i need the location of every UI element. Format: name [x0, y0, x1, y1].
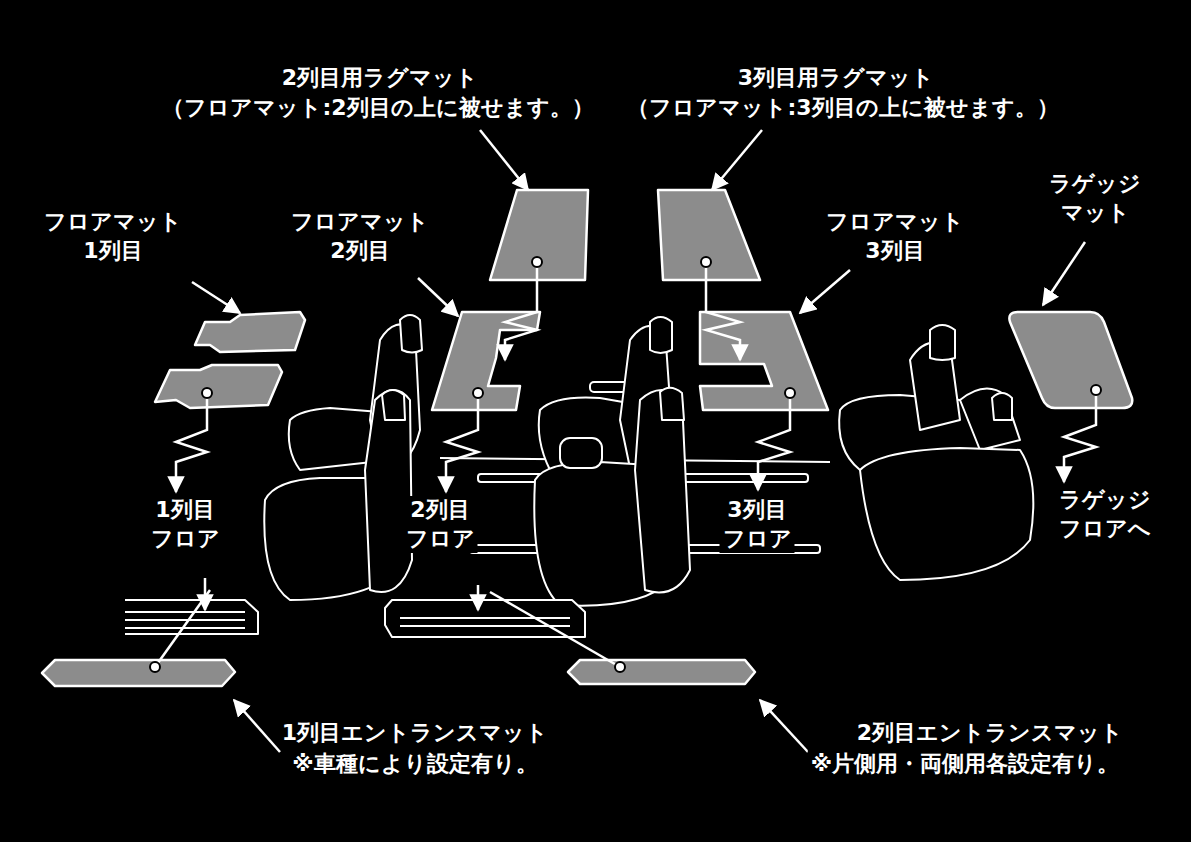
leader-dots [150, 257, 1101, 672]
mat-label: 2列目 フロア [403, 496, 478, 553]
leader-arrows [155, 130, 1096, 752]
mat-shapes [42, 190, 1132, 686]
mat-label: 3列目 フロア [720, 496, 795, 553]
mat-label: 1列目エントランスマット [279, 719, 551, 748]
mat-label: 3列目用ラグマット [735, 64, 937, 93]
mat-label: （フロアマット:3列目の上に被せます。） [624, 94, 1061, 123]
mat-label: 1列目 フロア [148, 496, 223, 553]
mat-label: フロアマット 3列目 [823, 208, 967, 265]
mat-label: ※車種により設定有り。 [289, 750, 540, 779]
mat-label: フロアマット 1列目 [41, 208, 185, 265]
mat-label: 2列目エントランスマット [854, 719, 1126, 748]
mat-label: 2列目用ラグマット [279, 64, 481, 93]
mat-label: （フロアマット:2列目の上に被せます。） [159, 94, 596, 123]
seat-outlines [125, 315, 1033, 637]
mat-label: ラゲッジ マット [1046, 170, 1144, 227]
mat-label: ラゲッジ フロアへ [1056, 486, 1154, 543]
mat-label: フロアマット 2列目 [288, 208, 432, 265]
mat-label: ※片側用・両側用各設定有り。 [808, 750, 1122, 779]
